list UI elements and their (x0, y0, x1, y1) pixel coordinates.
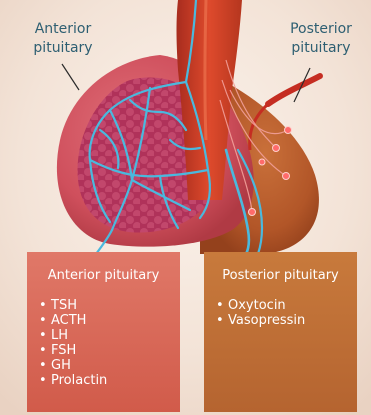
hormone-item: Vasopressin (216, 313, 305, 328)
anterior-hormones-box: Anterior pituitary TSH ACTH LH FSH GH Pr… (27, 252, 180, 412)
posterior-hormone-list: Oxytocin Vasopressin (216, 298, 305, 328)
hormone-item: FSH (39, 343, 107, 358)
hormone-item: Oxytocin (216, 298, 305, 313)
stalk-highlight (205, 0, 206, 140)
anterior-box-title: Anterior pituitary (27, 268, 180, 283)
anterior-hormone-list: TSH ACTH LH FSH GH Prolactin (39, 298, 107, 388)
posterior-pituitary-label: Posterior pituitary (271, 20, 371, 58)
hormone-item: ACTH (39, 313, 107, 328)
hormone-item: Prolactin (39, 373, 107, 388)
hormone-item: LH (39, 328, 107, 343)
hormone-item: GH (39, 358, 107, 373)
hormone-item: TSH (39, 298, 107, 313)
posterior-box-title: Posterior pituitary (204, 268, 357, 283)
posterior-hormones-box: Posterior pituitary Oxytocin Vasopressin (204, 252, 357, 412)
anterior-pituitary-label: Anterior pituitary (14, 20, 112, 58)
